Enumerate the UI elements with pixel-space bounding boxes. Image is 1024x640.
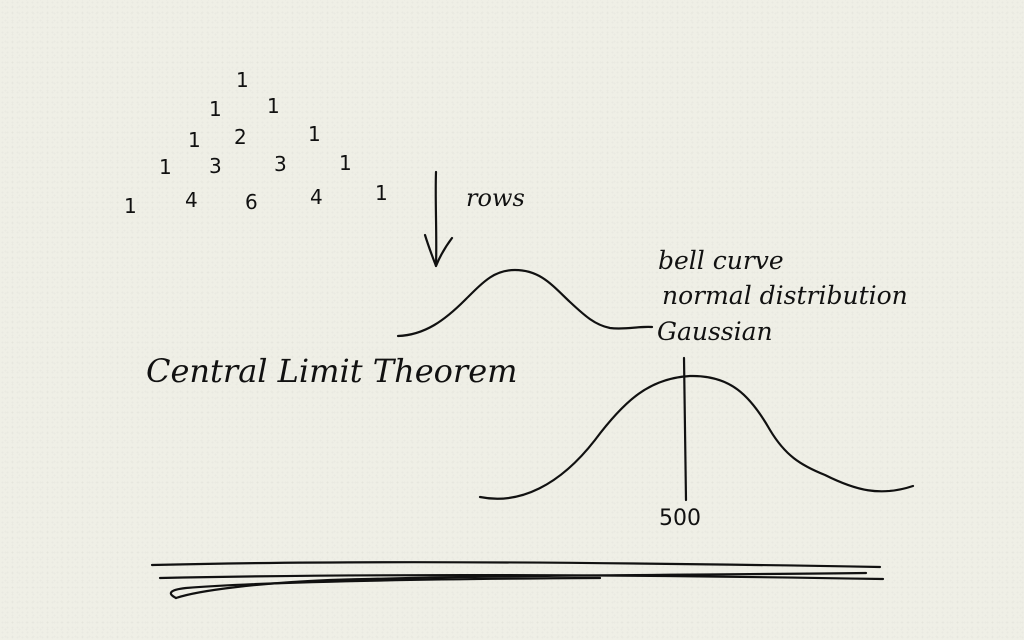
down-arrow-icon xyxy=(423,170,454,268)
large-bell-curve xyxy=(478,374,915,500)
central-limit-theorem-label: Central Limit Theorem xyxy=(146,352,518,390)
gaussian-label: Gaussian xyxy=(657,317,773,346)
pascal-row4-num: 3 xyxy=(209,154,222,178)
pascal-row4-num: 3 xyxy=(274,152,287,176)
pascal-row3-num: 1 xyxy=(308,122,321,146)
pascal-row3-num: 1 xyxy=(188,128,201,152)
pascal-row5-num: 1 xyxy=(375,181,388,205)
pascal-row5-num: 4 xyxy=(185,188,198,212)
pascal-row5-num: 1 xyxy=(124,194,137,218)
small-bell-curve xyxy=(396,268,654,338)
center-value-label: 500 xyxy=(659,506,701,531)
pascal-row2-num: 1 xyxy=(209,97,222,121)
pascal-row1-num: 1 xyxy=(236,68,249,92)
underline-strokes xyxy=(150,561,885,600)
pascal-row4-num: 1 xyxy=(159,155,172,179)
pascal-row5-num: 4 xyxy=(310,185,323,209)
mean-line xyxy=(682,356,688,502)
pascal-row3-num: 2 xyxy=(234,125,247,149)
pascal-row5-num: 6 xyxy=(245,190,258,214)
pascal-row2-num: 1 xyxy=(267,94,280,118)
rows-label: rows xyxy=(466,184,525,212)
bell-curve-label: bell curve xyxy=(658,246,784,275)
normal-distribution-label: normal distribution xyxy=(662,281,908,310)
pascal-row4-num: 1 xyxy=(339,151,352,175)
